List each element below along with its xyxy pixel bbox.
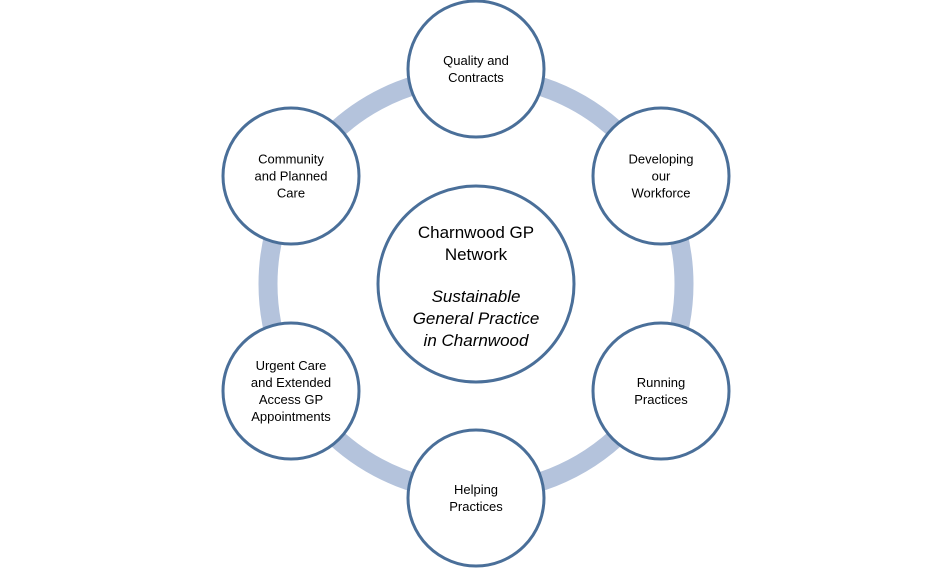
node-label-line: Care [276,185,306,201]
node-label-line: Contracts [448,70,504,85]
node-label-community-and-planned-care: Community and Planned Care [254,151,327,202]
center-title-line-2: Network [444,245,508,264]
center-subtitle-line-3: in Charnwood [423,331,529,350]
center-subtitle-line-1: Sustainable [431,287,521,306]
node-label-running-practices: Running Practices [634,374,687,408]
node-label-line: Urgent Care [255,358,327,373]
node-circle-helping-practices [406,428,546,568]
node-label-line: our [651,168,671,184]
node-label-line: Developing [628,151,694,167]
node-label-quality-and-contracts: Quality and Contracts [443,52,509,86]
node-circle-running-practices [591,321,731,461]
center-subtitle-line-2: General Practice [412,309,540,328]
node-circle-community-and-planned-care [221,106,361,246]
center-title-line-1: Charnwood GP [417,223,535,242]
node-label-line: Running [636,375,686,390]
node-label-urgent-care-and-extended-access: Urgent Care and Extended Access GP Appoi… [251,357,331,425]
node-label-developing-our-workforce: Developing our Workforce [628,151,693,202]
node-circle-urgent-care-and-extended-access [221,321,361,461]
node-label-line: Quality and [443,53,509,68]
node-label-line: Appointments [251,409,331,424]
node-label-line: Workforce [631,185,691,201]
center-circle [376,184,576,384]
node-label-line: and Extended [250,375,332,390]
node-circle-quality-and-contracts [406,0,546,139]
center-label: Charnwood GP Network Sustainable General… [413,222,540,352]
node-label-helping-practices: Helping Practices [449,481,502,515]
node-label-line: Access GP [258,392,324,407]
node-label-line: Practices [449,499,503,514]
node-label-line: and Planned [254,168,328,184]
node-label-line: Practices [634,392,688,407]
node-circle-developing-our-workforce [591,106,731,246]
node-label-line: Helping [453,482,499,497]
node-label-line: Community [258,151,324,167]
